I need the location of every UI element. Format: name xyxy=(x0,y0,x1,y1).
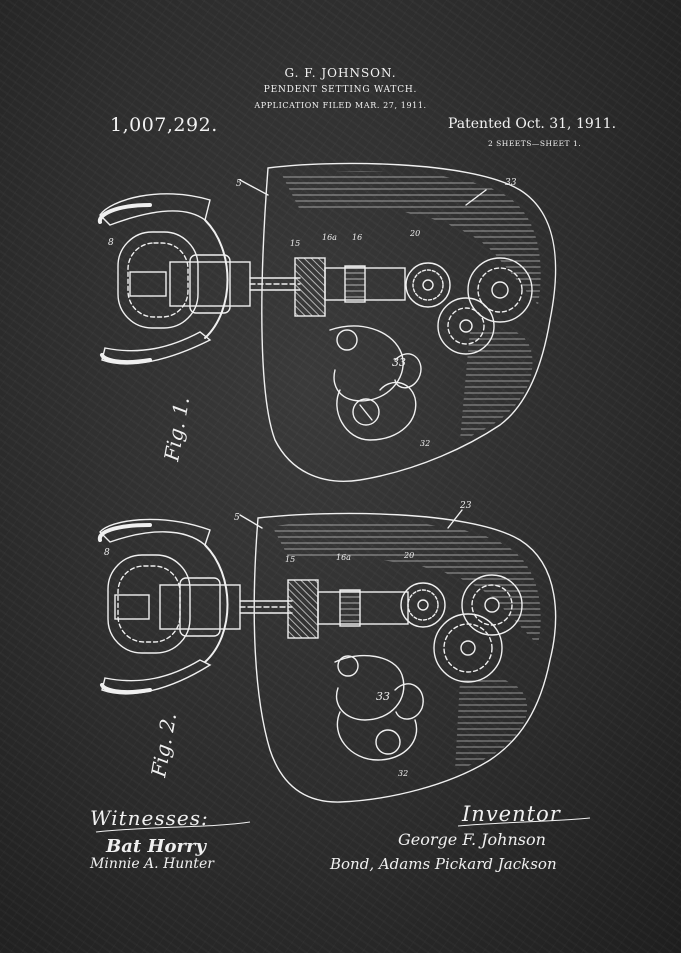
fig2-clutch xyxy=(287,579,319,639)
svg-text:20: 20 xyxy=(403,551,414,560)
fig2-setting-gear xyxy=(400,582,446,628)
svg-text:16: 16 xyxy=(352,233,362,242)
fig2-wheel-small xyxy=(433,613,503,683)
svg-text:8: 8 xyxy=(108,238,114,248)
fig1-case-outline xyxy=(261,162,557,482)
fig2-setting-lever xyxy=(334,654,405,721)
figure-2-label: Fig. 2. xyxy=(146,711,181,780)
fig1-setting-lever xyxy=(329,325,404,402)
figure-1: 5 33 8 33 15 16a 16 20 32 xyxy=(97,162,557,482)
svg-text:33: 33 xyxy=(376,690,390,703)
witness-1-signature: Bat Horry xyxy=(106,836,206,857)
svg-text:15: 15 xyxy=(290,239,300,248)
svg-text:33: 33 xyxy=(392,356,406,369)
fig1-case-hatching xyxy=(282,171,541,305)
figure-1-label: Fig. 1. xyxy=(159,395,194,464)
svg-text:5: 5 xyxy=(234,513,240,523)
figure-2: 5 23 8 33 15 16a 20 32 xyxy=(97,501,557,803)
fig2-wheel-large xyxy=(461,574,523,636)
svg-text:20: 20 xyxy=(409,229,420,238)
svg-text:15: 15 xyxy=(285,555,295,564)
fig1-bow xyxy=(99,193,211,226)
attorneys-signature: Bond, Adams Pickard Jackson xyxy=(330,855,557,873)
fig1-clutch xyxy=(294,257,326,317)
witnesses-label: Witnesses: xyxy=(90,806,209,830)
fig1-setting-gear xyxy=(405,262,451,308)
witness-2-signature: Minnie A. Hunter xyxy=(90,856,214,872)
svg-text:16a: 16a xyxy=(336,553,351,562)
svg-text:32: 32 xyxy=(420,439,430,448)
fig1-stem-housing xyxy=(169,261,251,307)
fig2-crown-ring xyxy=(107,554,191,654)
application-filed-date: APPLICATION FILED MAR. 27, 1911. xyxy=(254,101,427,110)
fig2-case-outline xyxy=(253,512,557,803)
fig2-case-lower-hatching xyxy=(455,677,528,770)
inventor-name-heading: G. F. JOHNSON. xyxy=(284,66,397,80)
sheet-count: 2 SHEETS—SHEET 1. xyxy=(488,139,582,148)
svg-text:8: 8 xyxy=(104,548,110,558)
svg-text:33: 33 xyxy=(505,178,517,188)
svg-text:32: 32 xyxy=(398,769,408,778)
fig2-case-hatching xyxy=(272,521,541,645)
fig1-wheel-large xyxy=(467,257,533,323)
patent-number: 1,007,292. xyxy=(110,114,218,136)
witness-underline xyxy=(95,821,251,833)
inventor-underline xyxy=(457,817,591,827)
svg-text:23: 23 xyxy=(459,501,472,511)
patent-title: PENDENT SETTING WATCH. xyxy=(263,85,418,95)
patented-date: Patented Oct. 31, 1911. xyxy=(448,116,617,132)
fig1-crown-ring xyxy=(117,231,199,329)
fig1-wheel-small xyxy=(437,297,495,355)
svg-text:16a: 16a xyxy=(322,233,337,242)
fig1-case-lower-hatching xyxy=(460,327,533,440)
inventor-signature: George F. Johnson xyxy=(398,830,546,849)
svg-text:5: 5 xyxy=(236,179,242,189)
inventor-label: Inventor xyxy=(462,802,561,826)
